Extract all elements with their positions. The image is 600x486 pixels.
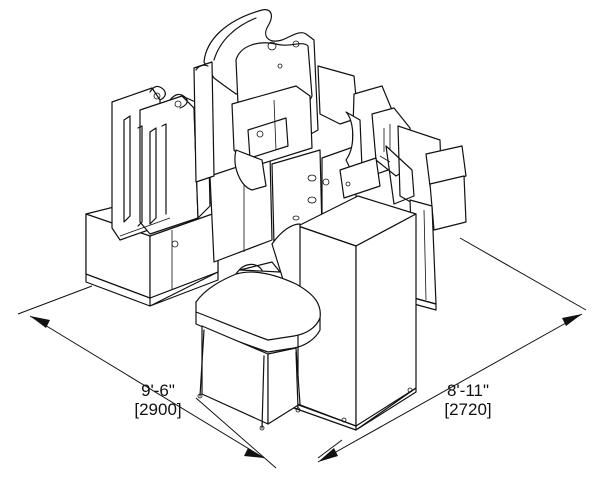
arrowhead-bottom: [318, 448, 338, 462]
front-bench: [195, 261, 321, 431]
depth-millimeters: [2720]: [444, 400, 492, 419]
rear-press-form: [193, 9, 319, 191]
arrowhead-left: [30, 316, 50, 328]
width-millimeters: [2900]: [134, 400, 182, 419]
front-tall-cabinet: [271, 195, 417, 431]
arrowhead-top: [562, 314, 582, 326]
depth-dimension-label: 8'-11" [2720]: [428, 381, 508, 419]
depth-feet-inches: 8'-11": [446, 381, 490, 400]
depth-dimension-line: [317, 237, 587, 463]
arrowhead-right: [244, 448, 264, 458]
width-dimension-line: [17, 285, 277, 469]
width-dimension-label: 9'-6" [2900]: [118, 381, 198, 419]
width-feet-inches: 9'-6": [141, 381, 175, 400]
left-press-panels: [111, 85, 211, 241]
